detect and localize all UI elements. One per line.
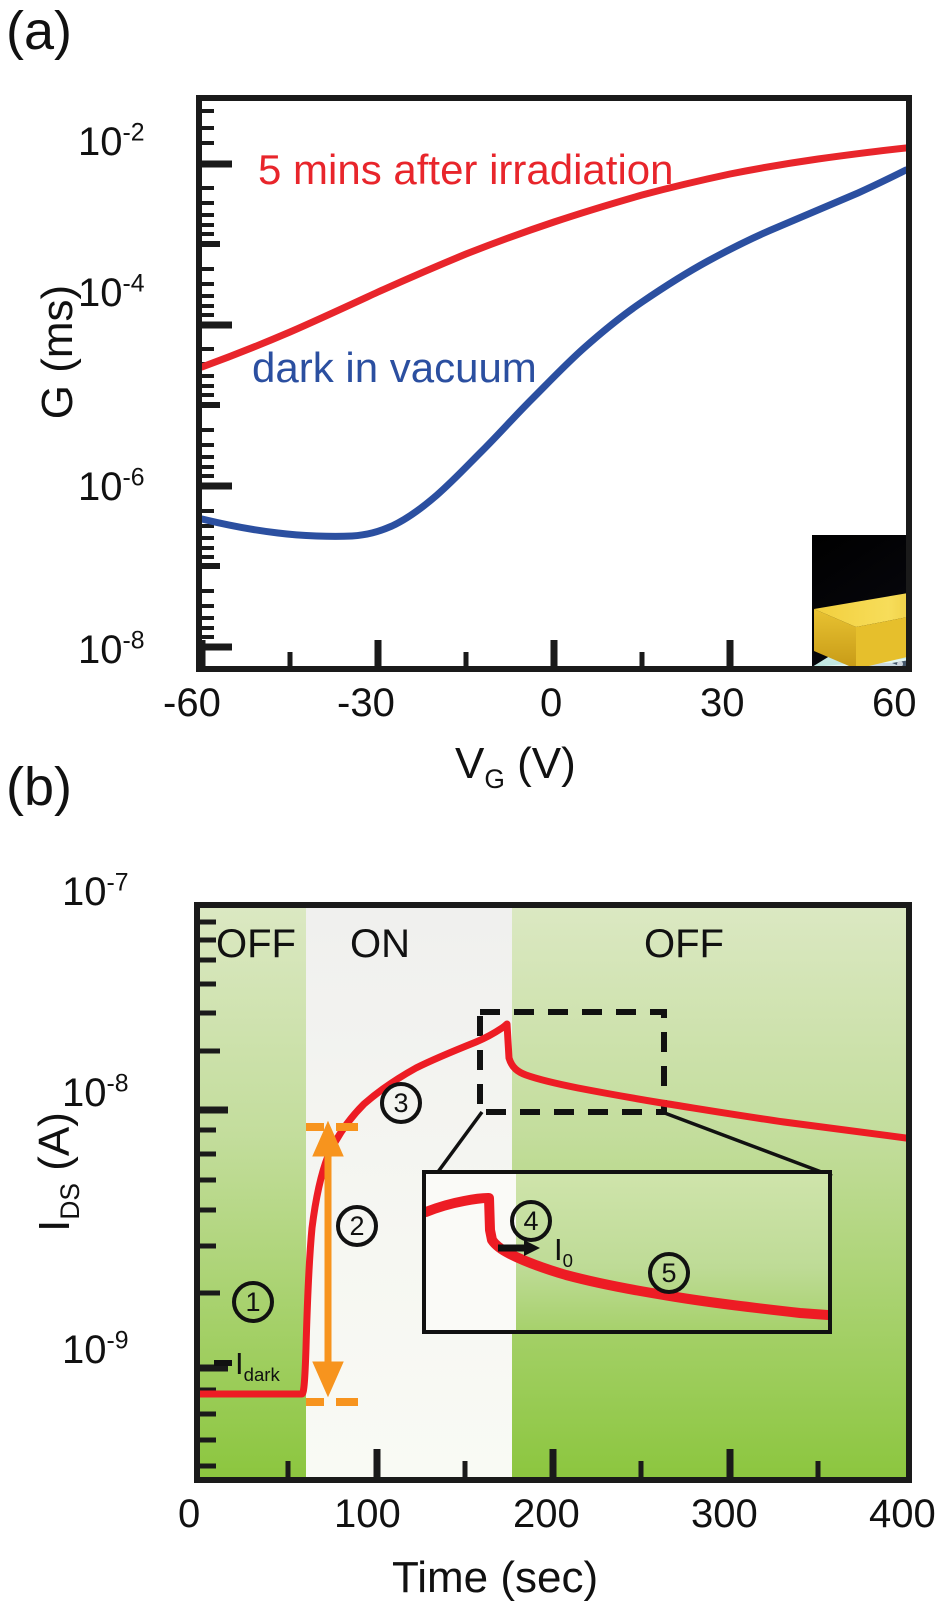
panel-b-xtick-200: 200 xyxy=(513,1492,580,1536)
x-title-main: V xyxy=(455,739,485,788)
i-zero-sub: 0 xyxy=(562,1250,573,1272)
panel-a-ytick-1e-6: 10-6 xyxy=(78,464,145,509)
panel-a-left-ticks xyxy=(202,109,232,651)
panel-b-magnified-inset: 4 5 I0 xyxy=(422,1170,832,1334)
panel-b-left-ticks xyxy=(200,919,228,1469)
ytick-mantissa: 10 xyxy=(62,1328,107,1372)
panel-a-letter: (a) xyxy=(6,1,72,61)
panel-a-xtick-60: 60 xyxy=(872,681,917,725)
device-schematic-inset: OTS SiO2/Si Wafer xyxy=(810,533,906,666)
band-light-off-first xyxy=(200,908,306,1477)
panel-a-xtick--60: -60 xyxy=(163,681,221,725)
step-marker-2: 2 xyxy=(336,1205,378,1247)
ytick-mantissa: 10 xyxy=(78,465,123,509)
zoom-connector-left xyxy=(430,1110,484,1182)
panel-b-xtick-400: 400 xyxy=(869,1492,936,1536)
zoom-region-dashed-box xyxy=(477,1009,667,1115)
ytick-exponent: -6 xyxy=(122,464,145,492)
state-label-off-second: OFF xyxy=(644,922,724,966)
panel-b-letter: (b) xyxy=(6,757,72,817)
panel-b-curve-and-ticks xyxy=(200,919,906,1477)
panel-b-xtick-100: 100 xyxy=(334,1492,401,1536)
i-dark-main: I xyxy=(235,1346,244,1381)
ytick-exponent: -4 xyxy=(122,270,145,298)
y-title-unit: (A) xyxy=(30,1112,79,1183)
ytick-mantissa: 10 xyxy=(78,628,123,672)
ytick-mantissa: 10 xyxy=(78,120,123,164)
panel-a-xtick-30: 30 xyxy=(700,681,745,725)
panel-b-ytick-1e-9: 10-9 xyxy=(62,1327,129,1372)
i-zero-main: I xyxy=(554,1232,563,1267)
gold-electrode-left xyxy=(814,593,906,666)
step-marker-1: 1 xyxy=(232,1281,274,1323)
ytick-exponent: -7 xyxy=(106,869,129,897)
panel-b-xtick-0: 0 xyxy=(178,1492,201,1536)
ytick-exponent: -9 xyxy=(106,1327,129,1355)
panel-a-ytick-1e-2: 10-2 xyxy=(78,119,145,164)
annotation-after-irradiation: 5 mins after irradiation xyxy=(258,146,674,193)
annotation-i-dark: Idark xyxy=(235,1346,280,1384)
panel-b-y-axis-title: IDS (A) xyxy=(30,1047,85,1297)
i-dark-sub: dark xyxy=(243,1364,280,1386)
annotation-dark-in-vacuum: dark in vacuum xyxy=(252,344,537,391)
device-schematic-svg xyxy=(812,535,906,666)
panel-b-xtick-300: 300 xyxy=(691,1492,758,1536)
y-title-main: I xyxy=(30,1219,79,1232)
state-label-on: ON xyxy=(350,922,410,966)
molecular-monolayer xyxy=(892,660,906,666)
panel-b-ytick-1e-7: 10-7 xyxy=(62,869,129,914)
ytick-mantissa: 10 xyxy=(62,1071,107,1115)
panel-a-y-axis-title: G (ms) xyxy=(33,284,82,420)
panel-b-plot-area: OFF ON OFF 1 2 3 Idark 4 5 I xyxy=(194,902,912,1483)
panel-a-ytick-1e-8: 10-8 xyxy=(78,627,145,672)
ytick-mantissa: 10 xyxy=(62,870,107,914)
step-marker-3: 3 xyxy=(380,1082,422,1124)
panel-a-plot-area: OTS SiO2/Si Wafer 5 mins after irradiati… xyxy=(196,95,912,672)
panel-b-ytick-1e-8: 10-8 xyxy=(62,1070,129,1115)
ytick-mantissa: 10 xyxy=(78,271,123,315)
curve-dark-in-vacuum xyxy=(202,166,906,540)
x-title-sub: G xyxy=(484,763,505,794)
panel-a-x-axis-title: VG (V) xyxy=(455,739,576,792)
photocurrent-amplitude-arrow xyxy=(306,1120,358,1406)
panel-a-ytick-1e-4: 10-4 xyxy=(78,270,145,315)
panel-a-xtick-0: 0 xyxy=(540,681,563,725)
inset-curve-svg xyxy=(426,1193,828,1320)
panel-a-xtick--30: -30 xyxy=(337,681,395,725)
zoom-connector-right xyxy=(661,1110,833,1178)
ytick-exponent: -8 xyxy=(122,627,145,655)
i-zero-arrow xyxy=(498,1240,540,1256)
step-marker-5: 5 xyxy=(648,1252,690,1294)
ytick-exponent: -8 xyxy=(106,1070,129,1098)
step-marker-4: 4 xyxy=(510,1200,552,1242)
ytick-exponent: -2 xyxy=(122,119,145,147)
panel-a-curves xyxy=(202,109,906,666)
inset-curve-ids xyxy=(426,1193,828,1320)
x-title-unit: (V) xyxy=(504,739,576,788)
y-title-sub: DS xyxy=(54,1183,85,1220)
curve-ids-photoresponse xyxy=(200,1020,906,1398)
annotation-i-zero: I0 xyxy=(554,1232,573,1270)
panel-b-x-axis-title: Time (sec) xyxy=(392,1553,599,1602)
curve-after-irradiation xyxy=(202,144,906,371)
state-label-off-first: OFF xyxy=(216,922,296,966)
panel-a-bottom-ticks xyxy=(202,640,821,666)
panel-b-bottom-ticks xyxy=(285,1449,821,1477)
